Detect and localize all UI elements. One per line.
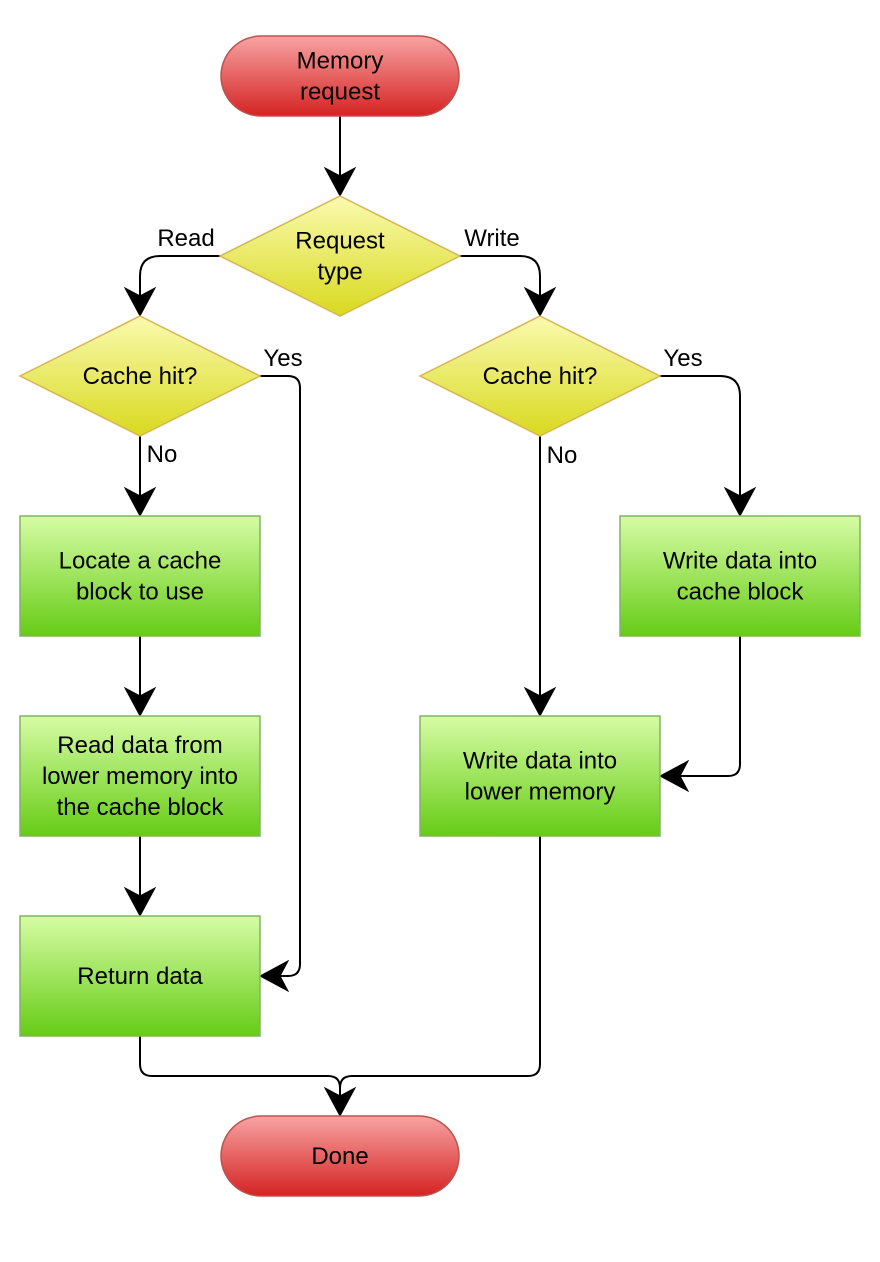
node-text-line: Cache hit? (83, 363, 198, 390)
arrowhead-read-lower-to-return (123, 886, 157, 918)
arrowhead-locate-to-read-lower (123, 686, 157, 718)
terminal-shape (220, 1115, 460, 1197)
node-text-request-type: Request type (295, 228, 385, 286)
edge-write-branch (460, 255, 541, 304)
node-return-data: Return data (19, 915, 261, 1037)
node-text-line: Request (295, 228, 385, 255)
edge-labels: Read Write Yes No Yes No (147, 225, 703, 469)
node-text-done: Done (311, 1143, 368, 1170)
edges (123, 116, 757, 1118)
process-shape (19, 515, 261, 637)
arrowhead-write-cache-to-write-lower (658, 759, 690, 793)
node-text-write-cache-hit: Cache hit? (483, 363, 598, 390)
node-read-cache-hit: Cache hit? (18, 315, 262, 437)
node-text-read-lower: Read data from lower memory into the cache… (42, 732, 238, 821)
arrowhead-write-branch (523, 286, 557, 318)
edge-label-read: Read (157, 225, 214, 252)
edge-label-write-no: No (547, 442, 578, 469)
edge-label-write-yes: Yes (663, 345, 702, 372)
process-shape (419, 715, 661, 837)
node-text-line: lower memory into (42, 763, 238, 790)
process-shape (619, 515, 861, 637)
terminal-shape (220, 35, 460, 117)
node-text-line: Return data (77, 963, 203, 990)
edge-read-branch (139, 255, 220, 304)
decision-shape (18, 315, 262, 437)
node-text-line: request (300, 79, 380, 106)
node-text-line: cache block (677, 579, 805, 606)
edge-write-lower-to-done (339, 836, 541, 1104)
node-write-lower: Write data into lower memory (419, 715, 661, 837)
process-shape (19, 715, 261, 837)
node-text-read-cache-hit: Cache hit? (83, 363, 198, 390)
node-done: Done (220, 1115, 460, 1197)
node-text-line: type (317, 259, 362, 286)
arrowhead-read-yes (258, 959, 290, 993)
edge-label-read-no: No (147, 441, 178, 468)
node-text-line: Done (311, 1143, 368, 1170)
node-text-line: Cache hit? (483, 363, 598, 390)
node-write-cache: Write data into cache block (619, 515, 861, 637)
arrowhead-write-no (523, 686, 557, 718)
node-text-return-data: Return data (77, 963, 203, 990)
arrowhead-write-yes (723, 486, 757, 518)
node-text-memory-request: Memory request (297, 48, 384, 106)
node-request-type: Request type (218, 195, 462, 317)
node-text-line: Memory (297, 48, 384, 75)
edge-write-yes (660, 375, 741, 504)
edge-write-cache-to-write-lower (672, 636, 741, 777)
arrowhead-start-to-request-type (323, 166, 357, 198)
node-text-line: block to use (76, 579, 204, 606)
edge-return-to-done (139, 1036, 341, 1104)
node-read-lower: Read data from lower memory into the cache… (19, 715, 261, 837)
node-text-locate-block: Locate a cache block to use (59, 548, 222, 606)
node-write-cache-hit: Cache hit? (418, 315, 662, 437)
node-text-line: Write data into (663, 548, 817, 575)
node-text-line: the cache block (57, 794, 225, 821)
node-text-line: Locate a cache (59, 548, 222, 575)
node-text-line: lower memory (465, 779, 616, 806)
node-text-write-lower: Write data into lower memory (463, 748, 617, 806)
node-text-line: Read data from (57, 732, 222, 759)
arrowhead-read-branch (123, 286, 157, 318)
decision-shape (218, 195, 462, 317)
arrowhead-to-done (323, 1086, 357, 1118)
node-locate-block: Locate a cache block to use (19, 515, 261, 637)
edge-read-yes (260, 375, 301, 977)
decision-shape (418, 315, 662, 437)
node-memory-request: Memory request (220, 35, 460, 117)
node-text-write-cache: Write data into cache block (663, 548, 817, 606)
arrowhead-read-no (123, 486, 157, 518)
node-text-line: Write data into (463, 748, 617, 775)
edge-label-read-yes: Yes (263, 345, 302, 372)
process-shape (19, 915, 261, 1037)
edge-label-write: Write (464, 225, 520, 252)
